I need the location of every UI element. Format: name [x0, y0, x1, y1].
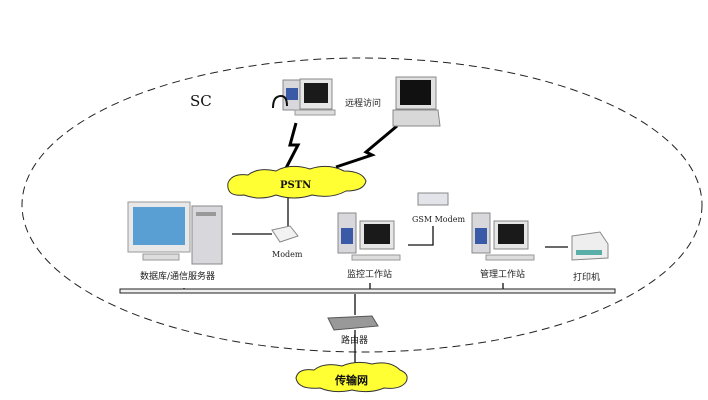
printer-label: 打印机 [573, 271, 600, 283]
server-icon [127, 201, 223, 265]
router-icon [327, 315, 379, 331]
router-label: 路由器 [341, 334, 368, 346]
transport-cloud: 传输网 [295, 361, 408, 393]
printer-icon [571, 231, 609, 261]
svg-text:传输网: 传输网 [334, 373, 368, 387]
modem-label: Modem [272, 250, 303, 259]
lan-bus [119, 288, 616, 294]
monitor-workstation-icon [337, 212, 401, 261]
server-label: 数据库/通信服务器 [140, 270, 215, 282]
dialup-link-icon [282, 122, 301, 173]
remote-desktop-icon [272, 78, 336, 116]
monitor-station-label: 监控工作站 [347, 268, 392, 280]
manage-station-label: 管理工作站 [480, 268, 525, 280]
gsm-modem-icon [417, 192, 449, 206]
pstn-cloud: PSTN [227, 165, 367, 199]
laptop-icon [392, 76, 441, 127]
dialup-link-icon [335, 124, 398, 169]
manage-workstation-icon [471, 212, 535, 261]
sc-boundary [21, 57, 703, 353]
remote-access-label: 远程访问 [345, 97, 381, 109]
modem-icon [271, 225, 299, 243]
sc-label: SC [190, 92, 212, 110]
svg-text:PSTN: PSTN [280, 180, 311, 191]
gsm-modem-label: GSM Modem [412, 215, 465, 224]
